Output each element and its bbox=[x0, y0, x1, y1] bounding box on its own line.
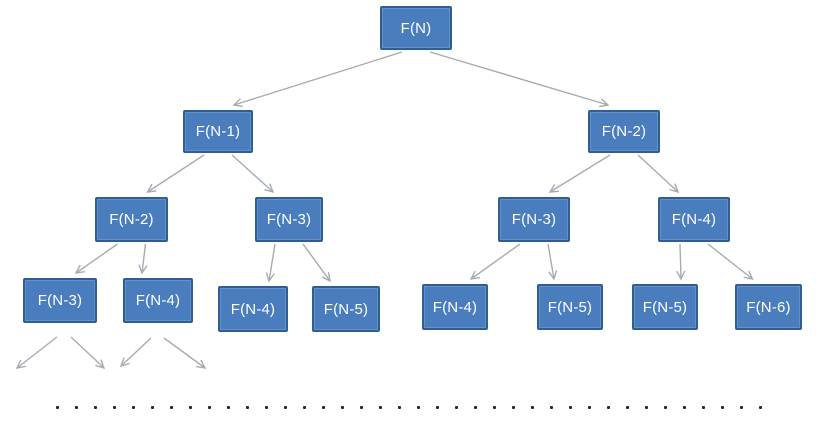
edge-arrow bbox=[548, 154, 611, 193]
ellipsis-dot bbox=[284, 406, 287, 409]
ellipsis-dot bbox=[246, 406, 249, 409]
edge-arrow bbox=[429, 51, 610, 108]
ellipsis-dot bbox=[721, 406, 724, 409]
tree-node-label: F(N-2) bbox=[601, 123, 647, 140]
ellipsis-dot bbox=[588, 406, 591, 409]
edge-arrow bbox=[138, 243, 148, 275]
tree-node-label: F(N-4) bbox=[671, 211, 717, 228]
ellipsis-dot bbox=[94, 406, 97, 409]
ellipsis-dot bbox=[227, 406, 230, 409]
tree-node-label: F(N-5) bbox=[323, 300, 369, 318]
ellipsis-row bbox=[56, 406, 762, 409]
ellipsis-dot bbox=[702, 406, 705, 409]
ellipsis-dot bbox=[56, 406, 59, 409]
tree-node-label: F(N-3) bbox=[37, 292, 83, 309]
tree-node: F(N-5) bbox=[632, 284, 698, 330]
edge-arrow bbox=[231, 154, 275, 194]
edge-arrow bbox=[676, 243, 686, 281]
edge-arrow bbox=[265, 243, 276, 283]
ellipsis-dot bbox=[189, 406, 192, 409]
ellipsis-dot bbox=[151, 406, 154, 409]
tree-node: F(N-6) bbox=[735, 284, 802, 330]
ellipsis-dot bbox=[512, 406, 515, 409]
ellipsis-dot bbox=[303, 406, 306, 409]
edge-arrow bbox=[163, 337, 207, 369]
tree-node: F(N-5) bbox=[537, 284, 603, 330]
edge-arrow bbox=[302, 243, 331, 283]
tree-node-label: F(N-1) bbox=[195, 123, 241, 140]
tree-node-label: F(N-4) bbox=[432, 298, 478, 316]
ellipsis-dot bbox=[607, 406, 610, 409]
ellipsis-dot bbox=[759, 406, 762, 409]
ellipsis-dot bbox=[569, 406, 572, 409]
ellipsis-dot bbox=[170, 406, 173, 409]
ellipsis-dot bbox=[436, 406, 439, 409]
ellipsis-dot bbox=[132, 406, 135, 409]
ellipsis-dot bbox=[208, 406, 211, 409]
tree-node: F(N-3) bbox=[23, 278, 97, 323]
tree-node: F(N-4) bbox=[658, 197, 730, 242]
ellipsis-dot bbox=[417, 406, 420, 409]
edge-arrow bbox=[707, 243, 754, 280]
ellipsis-dot bbox=[322, 406, 325, 409]
tree-node-label: F(N-2) bbox=[109, 211, 154, 228]
ellipsis-dot bbox=[398, 406, 401, 409]
ellipsis-dot bbox=[550, 406, 553, 409]
edge-arrow bbox=[469, 243, 521, 280]
tree-node-label: F(N-4) bbox=[230, 300, 276, 318]
ellipsis-dot bbox=[626, 406, 629, 409]
ellipsis-dot bbox=[474, 406, 477, 409]
ellipsis-dot bbox=[740, 406, 743, 409]
tree-node-label: F(N-3) bbox=[511, 211, 557, 228]
tree-node: F(N-2) bbox=[588, 110, 660, 153]
edge-arrow bbox=[15, 336, 58, 369]
tree-node-label: F(N-4) bbox=[135, 292, 181, 309]
tree-node: F(N-2) bbox=[95, 197, 168, 242]
ellipsis-dot bbox=[645, 406, 648, 409]
ellipsis-dot bbox=[113, 406, 116, 409]
ellipsis-dot bbox=[341, 406, 344, 409]
tree-node: F(N-4) bbox=[218, 286, 288, 332]
ellipsis-dot bbox=[75, 406, 78, 409]
edge-arrow bbox=[70, 336, 106, 370]
ellipsis-dot bbox=[531, 406, 534, 409]
ellipsis-dot bbox=[683, 406, 686, 409]
tree-node-label: F(N-5) bbox=[547, 298, 593, 316]
tree-node: F(N) bbox=[380, 6, 452, 50]
edge-arrow bbox=[119, 337, 152, 368]
ellipsis-dot bbox=[360, 406, 363, 409]
ellipsis-dot bbox=[455, 406, 458, 409]
tree-node: F(N-3) bbox=[255, 197, 323, 242]
tree-node: F(N-4) bbox=[123, 278, 193, 323]
edge-arrow bbox=[74, 243, 118, 274]
tree-node-label: F(N-3) bbox=[266, 211, 312, 228]
edge-arrow bbox=[547, 243, 558, 281]
ellipsis-dot bbox=[664, 406, 667, 409]
tree-node: F(N-1) bbox=[183, 110, 253, 153]
edge-arrow bbox=[232, 51, 403, 108]
ellipsis-dot bbox=[265, 406, 268, 409]
edge-arrow bbox=[146, 154, 205, 193]
tree-node-label: F(N) bbox=[400, 19, 432, 37]
tree-node-label: F(N-5) bbox=[642, 298, 688, 316]
tree-node: F(N-4) bbox=[422, 284, 488, 330]
edge-arrow bbox=[637, 154, 680, 194]
tree-node: F(N-3) bbox=[498, 197, 570, 242]
tree-node: F(N-5) bbox=[312, 286, 380, 332]
ellipsis-dot bbox=[493, 406, 496, 409]
tree-node-label: F(N-6) bbox=[746, 298, 791, 316]
ellipsis-dot bbox=[379, 406, 382, 409]
